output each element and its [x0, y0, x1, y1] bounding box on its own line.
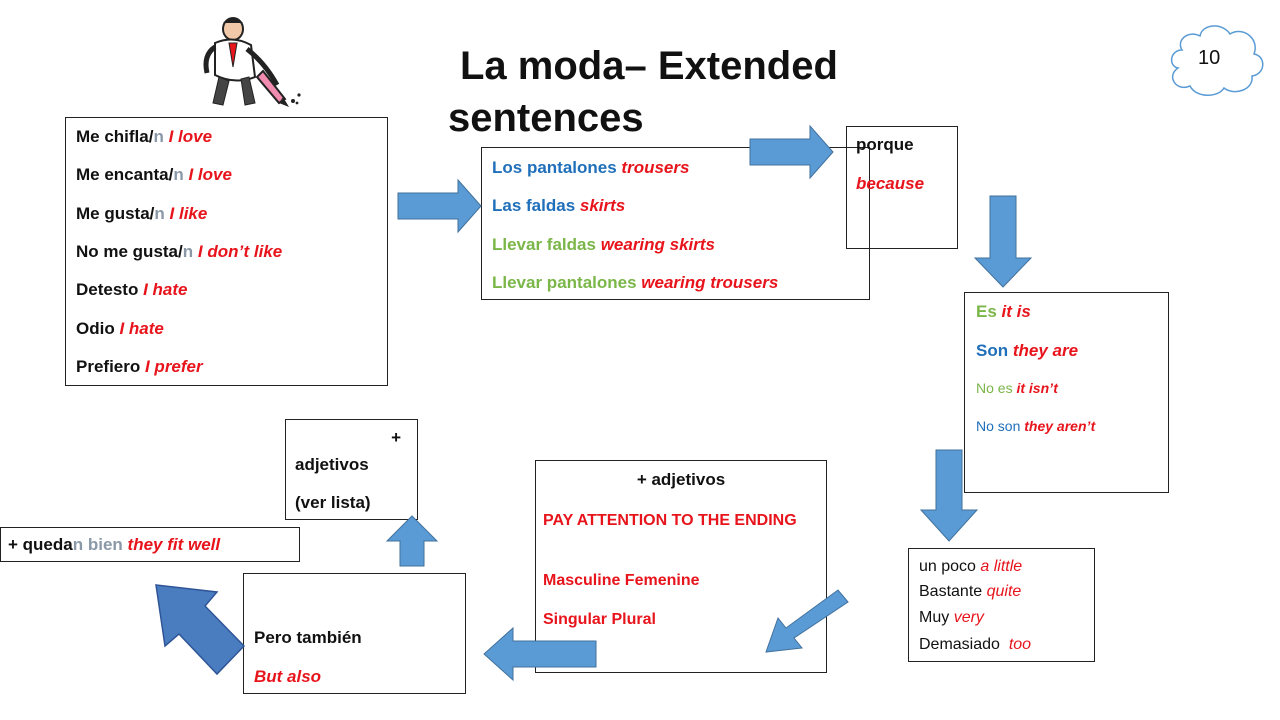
- verb-es: Es it is: [976, 302, 1031, 321]
- opinion-5: Detesto I hate: [76, 280, 188, 299]
- slide-number: 10: [1198, 47, 1221, 69]
- but-also-label: But also: [254, 667, 322, 686]
- intensifier-4: Demasiado too: [919, 636, 1032, 653]
- opinion-6: Odio I hate: [76, 319, 164, 338]
- clothes-item-4: Llevar pantalones wearing trousers: [492, 273, 779, 292]
- verb-no-son: No son they aren’t: [976, 418, 1096, 434]
- porque-label: porque: [856, 135, 914, 154]
- arrow-left-icon: [483, 626, 597, 682]
- small-adjectives-box: + adjetivos (ver lista): [285, 419, 418, 520]
- intensifier-3: Muy very: [919, 609, 984, 626]
- adjetivos-label: adjetivos: [295, 455, 369, 474]
- verbs-box: Es it is Son they are No es it isn’t No …: [964, 292, 1169, 493]
- verb-no-es: No es it isn’t: [976, 380, 1058, 396]
- page-title: La moda– Extended: [460, 44, 838, 88]
- page-title-line2: sentences: [448, 96, 644, 140]
- cloud-badge-icon: [1170, 25, 1264, 96]
- opinion-2: Me encanta/n I love: [76, 165, 232, 184]
- porque-box: porque because: [846, 126, 958, 249]
- opinion-7: Prefiero I prefer: [76, 357, 203, 376]
- arrow-up-icon: [385, 515, 439, 567]
- verb-son: Son they are: [976, 341, 1079, 360]
- arrow-right-icon: [397, 178, 482, 234]
- arrow-up-left-icon: [155, 584, 246, 676]
- opinion-3: Me gusta/n I like: [76, 204, 208, 223]
- arrow-down-left-icon: [765, 589, 849, 653]
- intensifier-1: un poco a little: [919, 558, 1023, 575]
- intensifier-2: Bastante quite: [919, 583, 1022, 600]
- attention-note: PAY ATTENTION TO THE ENDING: [543, 512, 797, 529]
- quedan-line: + quedan bien they fit well: [8, 535, 221, 554]
- clothes-box: Los pantalones trousers Las faldas skirt…: [481, 147, 870, 300]
- ver-lista-label: (ver lista): [295, 493, 371, 512]
- opinion-4: No me gusta/n I don’t like: [76, 242, 283, 261]
- arrow-right-icon: [749, 124, 834, 180]
- pero-box: Pero también But also: [243, 573, 466, 694]
- because-label: because: [856, 174, 925, 193]
- intensifiers-box: un poco a little Bastante quite Muy very…: [908, 548, 1095, 662]
- clothes-item-3: Llevar faldas wearing skirts: [492, 235, 716, 254]
- opinion-1: Me chifla/n I love: [76, 127, 213, 146]
- adjectives-heading: + adjetivos: [636, 470, 726, 489]
- quedan-box: + quedan bien they fit well: [0, 527, 300, 562]
- number-line: Singular Plural: [543, 611, 656, 628]
- arrow-down-icon: [919, 449, 979, 542]
- man-writing-with-pen-icon: [203, 17, 301, 107]
- arrow-down-icon: [973, 195, 1033, 288]
- gender-line: Masculine Femenine: [543, 572, 700, 589]
- opinions-box: Me chifla/n I love Me encanta/n I love M…: [65, 117, 388, 386]
- plus-sign: +: [391, 428, 401, 447]
- clothes-item-2: Las faldas skirts: [492, 196, 626, 215]
- clothes-item-1: Los pantalones trousers: [492, 158, 690, 177]
- pero-label: Pero también: [254, 628, 362, 647]
